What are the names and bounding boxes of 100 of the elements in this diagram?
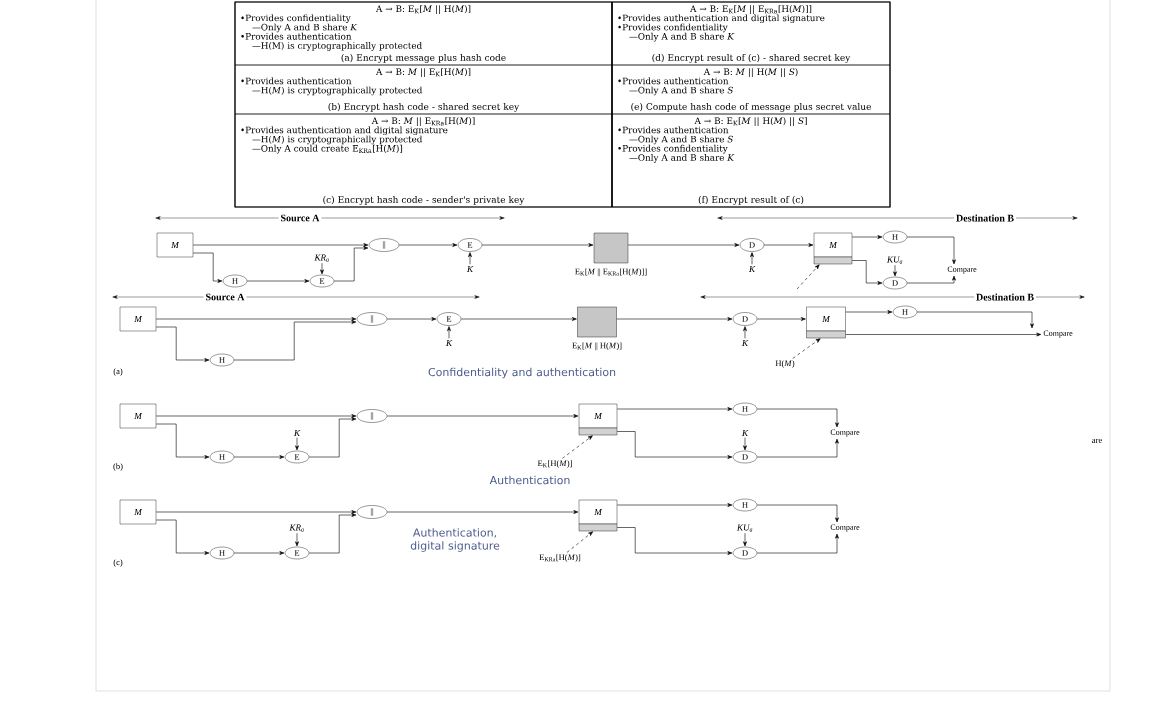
arrow bbox=[155, 317, 357, 321]
key-label: K bbox=[748, 266, 756, 272]
arrow bbox=[308, 417, 357, 458]
panel-letter: (c) bbox=[113, 559, 123, 567]
key-label: KU$_{a}$ bbox=[886, 256, 903, 264]
operation-oval: H bbox=[209, 450, 235, 464]
arrow bbox=[481, 243, 594, 247]
arrow bbox=[155, 519, 210, 555]
operation-oval: E bbox=[284, 546, 310, 560]
arrow bbox=[750, 252, 754, 265]
arrow bbox=[386, 510, 579, 514]
label: (b) Encrypt hash code - shared secret key bbox=[328, 102, 520, 112]
label: —H(M) is cryptographically protected bbox=[252, 135, 423, 145]
arrow bbox=[616, 317, 733, 321]
hash-strip bbox=[578, 523, 618, 532]
arrow bbox=[246, 279, 310, 283]
hash-strip bbox=[806, 330, 846, 339]
operation-oval: || bbox=[368, 238, 400, 252]
operation-oval: D bbox=[882, 276, 908, 290]
table-cell: A → B: M || H(M || S) •Provides authentication —Only A and B share S (e) Compute hash code of message plus secret value bbox=[611, 64, 891, 115]
arrow bbox=[233, 455, 285, 459]
arrow bbox=[386, 317, 437, 321]
span-label: Destination B bbox=[954, 212, 1017, 224]
arrow bbox=[233, 320, 357, 361]
table-cell: A → B: M || E$_{KRa}$[H(M)] •Provides authentication and digital signature —H(M) is cryptographically protected —Only A could create E$_{KRa}$[H(M)] (c) Encrypt hash code - sender's private key bbox=[234, 113, 613, 208]
hash-strip bbox=[578, 427, 618, 436]
operation-oval: H bbox=[209, 353, 235, 367]
message-box: M bbox=[156, 232, 194, 258]
label: •Provides authentication and digital signature bbox=[241, 126, 448, 136]
hash-label: H(M) bbox=[775, 360, 795, 368]
message-box: M bbox=[119, 306, 157, 332]
table-cell: A → B: M || E$_{K}$[H(M)] •Provides authentication —H(M) is cryptographically protected (b) Encrypt hash code - shared secret key bbox=[234, 64, 613, 115]
label: A → B: E$_{K}$[M || H(M) || S] bbox=[694, 117, 807, 126]
ciphertext-label: E$_{K}$[M || H(M)] bbox=[572, 342, 622, 351]
key-label: K bbox=[466, 266, 474, 272]
arrow bbox=[155, 510, 357, 514]
label: —Only A and B share S bbox=[629, 135, 733, 145]
arrow bbox=[616, 527, 733, 555]
arrow bbox=[851, 235, 883, 239]
label: (c) Encrypt hash code - sender's private key bbox=[323, 195, 525, 205]
key-label: KU$_{a}$ bbox=[736, 524, 753, 532]
span-label: Destination B bbox=[974, 291, 1037, 303]
label: —Only A and B share K bbox=[629, 154, 735, 163]
arrow bbox=[295, 532, 299, 547]
panel-letter: (a) bbox=[113, 368, 123, 376]
arrow bbox=[333, 246, 369, 282]
arrow bbox=[906, 275, 956, 284]
arrow bbox=[763, 243, 814, 247]
hash-label: E$_{K}$[H(M)] bbox=[537, 460, 572, 468]
arrow bbox=[468, 252, 472, 265]
operation-oval: || bbox=[356, 409, 388, 423]
compare-label: Compare bbox=[1043, 330, 1073, 338]
table-cell: A → B: E$_{K}$[M || E$_{KRa}$[H(M)]] •Provides authentication and digital signature •Provides confidentiality —Only A and B share K (d) Encrypt result of (c) - shared secret key bbox=[611, 1, 891, 66]
cipher-block bbox=[577, 306, 617, 338]
operation-oval: H bbox=[732, 402, 758, 416]
leader-line bbox=[562, 435, 593, 459]
operation-oval: H bbox=[732, 498, 758, 512]
arrow bbox=[756, 533, 839, 554]
span-label: Source A bbox=[278, 212, 322, 224]
arrow bbox=[320, 262, 324, 275]
label: A → B: M || E$_{K}$[H(M)] bbox=[375, 68, 471, 77]
compare-label: Compare bbox=[830, 524, 860, 532]
label: •Provides authentication bbox=[241, 32, 352, 40]
arrow bbox=[460, 317, 577, 321]
label: (e) Compute hash code of message plus secret value bbox=[631, 102, 871, 112]
label: •Provides confidentiality bbox=[241, 14, 351, 24]
panel-caption: Confidentiality and authentication bbox=[428, 367, 616, 379]
leader-line bbox=[566, 531, 594, 553]
label: A → B: M || E$_{KRa}$[H(M)] bbox=[371, 117, 475, 126]
label: —Only A and B share K bbox=[629, 32, 735, 42]
arrow bbox=[155, 423, 210, 459]
operation-oval: D bbox=[732, 312, 758, 326]
arrow bbox=[916, 311, 1034, 329]
text-fragment: are bbox=[1092, 438, 1102, 444]
arrow bbox=[616, 431, 733, 459]
compare-label: Compare bbox=[947, 266, 977, 274]
arrow bbox=[743, 437, 747, 451]
arrow bbox=[616, 407, 733, 411]
operation-oval: || bbox=[356, 505, 388, 519]
arrow bbox=[398, 243, 458, 247]
message-box: M bbox=[119, 499, 157, 525]
hash-label: E$_{KRa}$[H(M)] bbox=[539, 554, 581, 562]
label: •Provides confidentiality bbox=[618, 144, 728, 154]
label: A → B: E$_{K}$[M || H(M)] bbox=[375, 5, 471, 14]
label: •Provides confidentiality bbox=[618, 23, 728, 33]
label: •Provides authentication bbox=[618, 126, 729, 134]
label: •Provides authentication and digital signature bbox=[618, 14, 825, 24]
operation-oval: D bbox=[739, 238, 765, 252]
panel-letter: (b) bbox=[113, 463, 123, 471]
operation-oval: E bbox=[309, 274, 335, 288]
label: (d) Encrypt result of (c) - shared secret key bbox=[652, 53, 851, 63]
arrow bbox=[447, 326, 451, 339]
cipher-block bbox=[593, 232, 629, 264]
leader-line bbox=[796, 264, 820, 290]
operation-oval: D bbox=[732, 546, 758, 560]
leader-line bbox=[792, 338, 821, 359]
key-label: K bbox=[741, 430, 749, 436]
label: A → B: M || H(M || S) bbox=[703, 68, 798, 77]
label: —Only A could create E$_{KRa}$[H(M)] bbox=[252, 144, 403, 154]
operation-oval: H bbox=[892, 305, 918, 319]
